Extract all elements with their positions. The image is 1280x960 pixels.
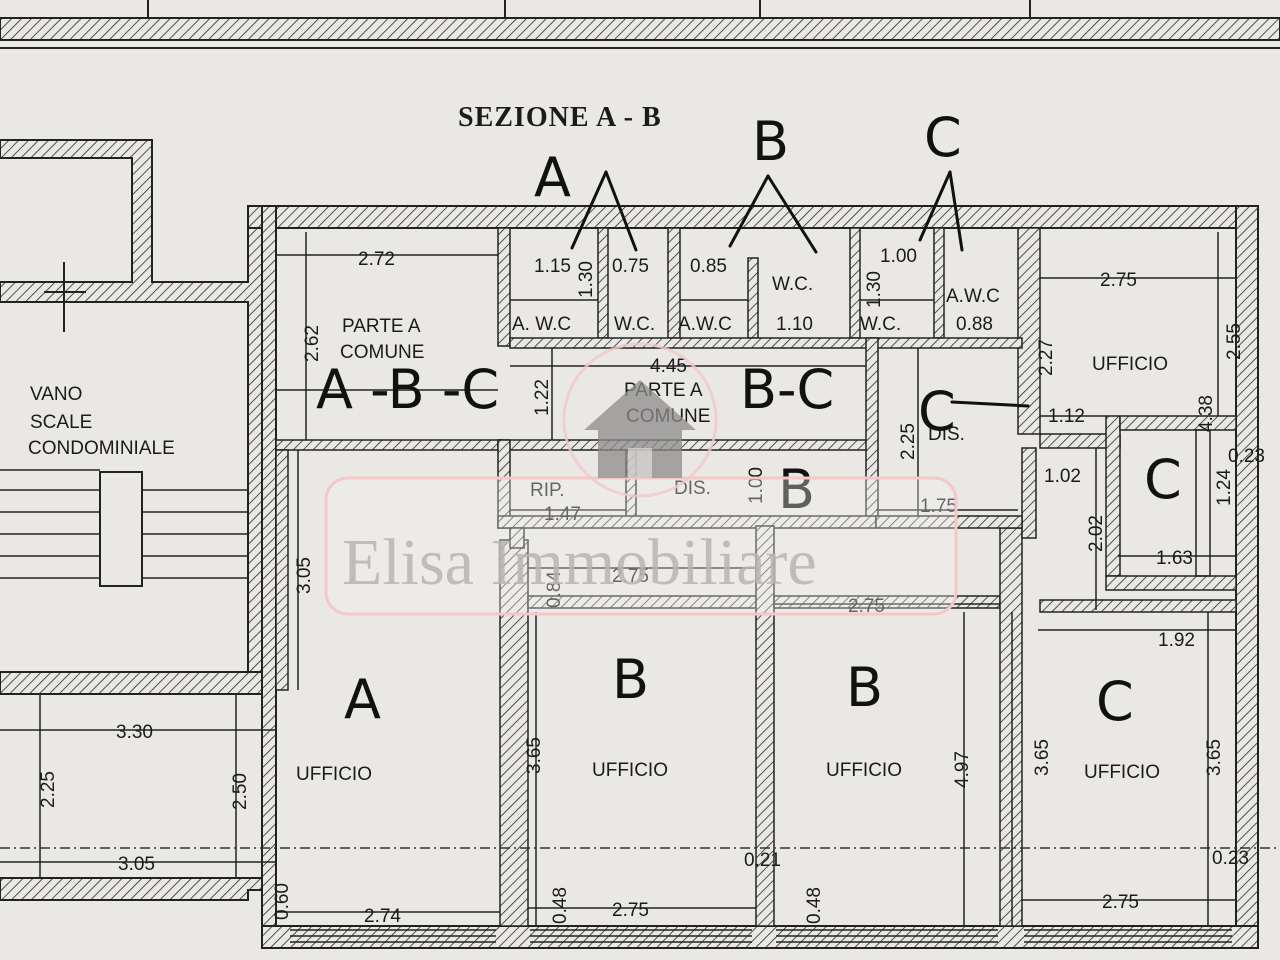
dim-4-38: 4.38 [1196, 395, 1217, 432]
hand-label-a-office: A [344, 668, 381, 731]
top-strip [0, 0, 1280, 49]
parte-comune-1-line2: COMUNE [340, 342, 424, 363]
dim-1-22: 1.22 [532, 379, 553, 416]
dim-0-88: 0.88 [956, 314, 993, 335]
watermark-text: Elisa Immobiliare [342, 526, 817, 599]
awc-1-label: A. W.C [512, 314, 571, 335]
dim-3-65-c1: 3.65 [1032, 739, 1053, 776]
ufficio-2-label: UFFICIO [296, 764, 372, 785]
hand-label-top-c: C [924, 106, 962, 169]
dim-2-25-left: 2.25 [38, 771, 59, 808]
dim-2-75-dis: 2.75 [612, 566, 649, 587]
dim-3-05-bottom: 3.05 [118, 854, 155, 875]
wc-2-label: W.C. [772, 274, 813, 295]
dim-0-48-b: 0.48 [804, 887, 825, 924]
hand-label-c-office: C [1096, 670, 1134, 733]
hand-label-top-b: B [752, 110, 789, 173]
dim-0-48-a: 0.48 [550, 887, 571, 924]
wc-1-label: W.C. [614, 314, 655, 335]
hand-label-b-office-1: B [612, 648, 649, 711]
dim-3-05-left: 3.05 [294, 557, 315, 594]
dim-0-23-bottom: 0.23 [1212, 848, 1249, 869]
dim-4-97: 4.97 [952, 751, 973, 788]
dim-0-21: 0.21 [744, 850, 781, 871]
hand-label-c-right: C [1144, 448, 1182, 511]
handwritten-arrows [570, 170, 1030, 408]
vano-label-3: CONDOMINIALE [28, 438, 175, 459]
awc-3-label: A.W.C [946, 286, 1000, 307]
dim-1-30-a: 1.30 [576, 261, 597, 298]
dim-1-47: 1.47 [544, 504, 581, 525]
dim-1-92: 1.92 [1158, 630, 1195, 651]
dim-4-45: 4.45 [650, 356, 687, 377]
wc-3-label: W.C. [860, 314, 901, 335]
ufficio-5-label: UFFICIO [1084, 762, 1160, 783]
dim-1-00-dis: 1.00 [746, 467, 767, 504]
vano-label-1: VANO [30, 384, 82, 405]
watermark: Elisa Immobiliare [324, 342, 958, 616]
dim-1-63: 1.63 [1156, 548, 1193, 569]
dim-3-65-c2: 3.65 [1204, 739, 1225, 776]
dim-2-75-bottom-b: 2.75 [612, 900, 649, 921]
dim-1-02: 1.02 [1044, 466, 1081, 487]
dim-2-62: 2.62 [302, 325, 323, 362]
bottom-windows [290, 929, 1232, 943]
awc-2-label: A.W.C [678, 314, 732, 335]
hand-label-b-office-2: B [846, 656, 883, 719]
dim-3-65-b1: 3.65 [524, 737, 545, 774]
dim-1-30-b: 1.30 [864, 271, 885, 308]
dim-2-27: 2.27 [1036, 339, 1057, 376]
vano-label-2: SCALE [30, 412, 92, 433]
dim-0-85: 0.85 [690, 256, 727, 277]
dim-1-12: 1.12 [1048, 406, 1085, 427]
hand-label-abc: A -B -C [316, 358, 499, 421]
stair-core [0, 139, 269, 691]
dim-2-72: 2.72 [358, 249, 395, 270]
dim-1-10: 1.10 [776, 314, 813, 335]
hand-label-bc: B-C [740, 358, 834, 421]
hand-label-b-dis: B [778, 458, 815, 521]
dim-2-02: 2.02 [1086, 515, 1107, 552]
parte-comune-1-line1: PARTE A [342, 316, 421, 337]
dim-3-30: 3.30 [116, 722, 153, 743]
dim-2-25-dis: 2.25 [898, 423, 919, 460]
dim-1-15: 1.15 [534, 256, 571, 277]
dimension-lines [0, 232, 1236, 926]
dim-1-00-top: 1.00 [880, 246, 917, 267]
dim-2-75-bottom-c: 2.75 [1102, 892, 1139, 913]
hand-label-top-a: A [534, 146, 571, 209]
ufficio-3-label: UFFICIO [592, 760, 668, 781]
dim-1-75: 1.75 [920, 496, 957, 517]
dis-2-label: DIS. [928, 424, 965, 445]
dim-2-75-top: 2.75 [1100, 270, 1137, 291]
dim-2-74: 2.74 [364, 906, 401, 927]
house-icon [584, 380, 696, 478]
hand-label-c-dis: C [918, 380, 956, 443]
ufficio-4-label: UFFICIO [826, 760, 902, 781]
dim-0-84: 0.84 [544, 571, 565, 608]
dim-2-55: 2.55 [1224, 323, 1245, 360]
dim-0-60: 0.60 [272, 883, 293, 920]
dim-0-23-right: 0.23 [1228, 446, 1265, 467]
dim-2-50: 2.50 [230, 773, 251, 810]
rip-label: RIP. [530, 480, 565, 501]
dim-0-75: 0.75 [612, 256, 649, 277]
building-walls [247, 205, 1259, 949]
plan-title: SEZIONE A - B [458, 102, 662, 133]
dim-1-24: 1.24 [1214, 469, 1235, 506]
ufficio-1-label: UFFICIO [1092, 354, 1168, 375]
dim-2-75-b2: 2.75 [848, 596, 885, 617]
